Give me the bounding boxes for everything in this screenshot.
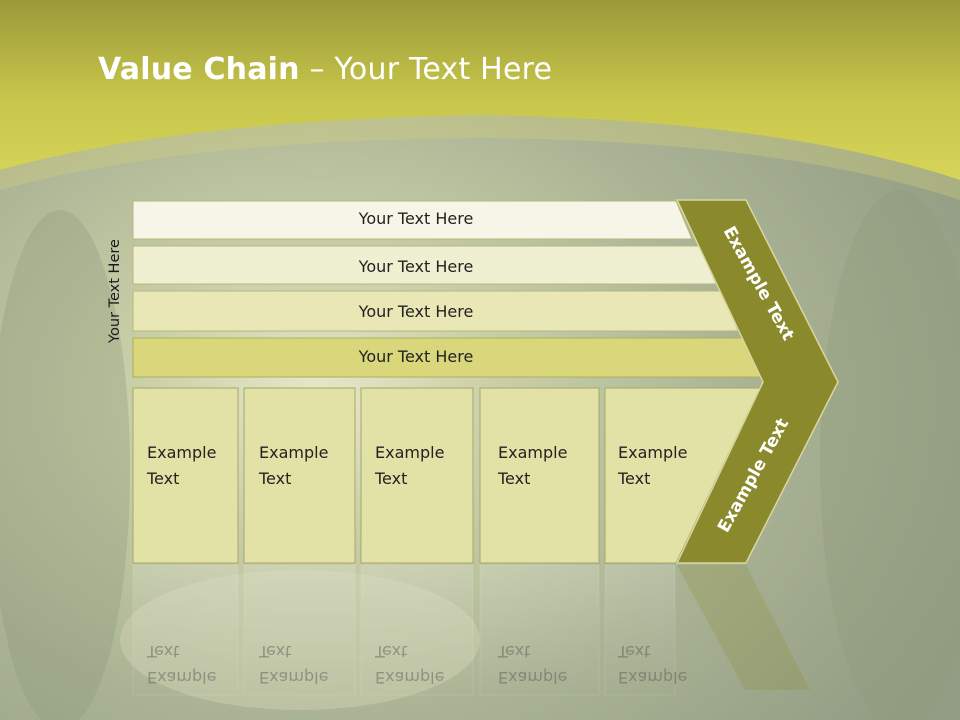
- column-box-3[interactable]: [360, 387, 474, 564]
- svg-text:Example: Example: [259, 668, 328, 687]
- margin-chevron[interactable]: [675, 199, 839, 564]
- slide-title: Value Chain – Your Text Here: [98, 52, 553, 87]
- row-bar-3[interactable]: [132, 290, 739, 332]
- column-label-4a: Example: [498, 443, 567, 462]
- row-label-4: Your Text Here: [358, 347, 474, 366]
- svg-text:Text: Text: [497, 642, 530, 661]
- column-box-1[interactable]: [132, 387, 239, 564]
- svg-text:Example: Example: [147, 668, 216, 687]
- row-bar-1[interactable]: [132, 200, 693, 240]
- svg-text:Example: Example: [618, 668, 687, 687]
- column-label-2b: Text: [258, 469, 291, 488]
- column-box-4[interactable]: [479, 387, 600, 564]
- row-label-1: Your Text Here: [358, 209, 474, 228]
- column-label-3a: Example: [375, 443, 444, 462]
- diagram-reflection: Example Text Example Text Example Text E…: [132, 564, 810, 696]
- column-box-5[interactable]: [604, 387, 761, 564]
- svg-text:Text: Text: [258, 642, 291, 661]
- column-box-2[interactable]: [243, 387, 356, 564]
- column-label-2a: Example: [259, 443, 328, 462]
- svg-text:Example: Example: [375, 668, 444, 687]
- column-label-1b: Text: [146, 469, 179, 488]
- row-label-3: Your Text Here: [358, 302, 474, 321]
- column-label-5a: Example: [618, 443, 687, 462]
- svg-text:Example: Example: [498, 668, 567, 687]
- column-label-3b: Text: [374, 469, 407, 488]
- svg-text:Text: Text: [617, 642, 650, 661]
- svg-text:Text: Text: [146, 642, 179, 661]
- column-label-1a: Example: [147, 443, 216, 462]
- svg-text:Text: Text: [374, 642, 407, 661]
- column-label-5b: Text: [617, 469, 650, 488]
- column-label-4b: Text: [497, 469, 530, 488]
- row-label-2: Your Text Here: [358, 257, 474, 276]
